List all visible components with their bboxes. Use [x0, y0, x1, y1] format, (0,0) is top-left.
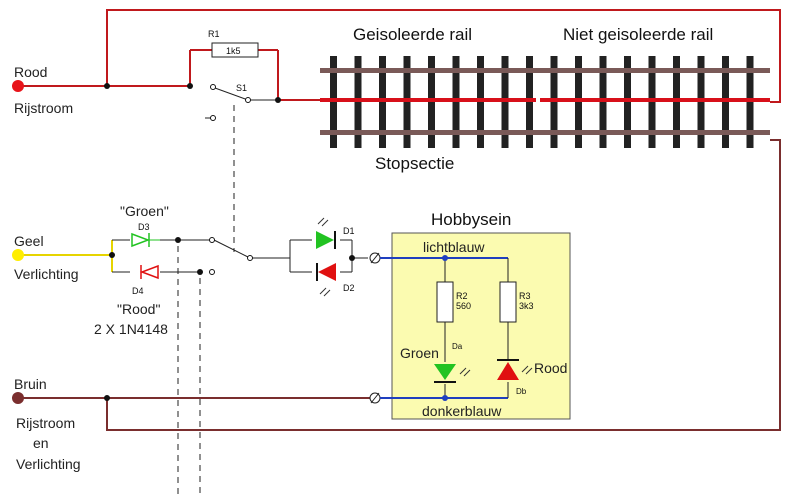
r1-label: R1	[208, 29, 220, 39]
label-d3: D3	[138, 222, 150, 232]
red-wire	[22, 9, 781, 103]
label-verlichting: Verlichting	[14, 266, 79, 282]
label-da: Da	[452, 342, 463, 351]
terminal-rood	[12, 80, 24, 92]
label-donkerblauw: donkerblauw	[422, 403, 502, 419]
led-da	[434, 364, 471, 383]
label-groen-quoted: "Groen"	[120, 203, 169, 219]
rail-bottom	[320, 130, 770, 135]
label-hobbysein: Hobbysein	[431, 210, 511, 229]
connector-top	[369, 252, 381, 264]
resistor-r3	[499, 281, 517, 323]
s1-label: S1	[236, 83, 247, 93]
led-db	[497, 359, 533, 380]
label-stopsectie: Stopsectie	[375, 154, 454, 173]
switch-linkage	[177, 105, 235, 494]
connector-bottom	[369, 392, 381, 404]
led-d2	[316, 263, 336, 297]
label-diodes: 2 X 1N4148	[94, 321, 168, 337]
label-rood-quoted: "Rood"	[117, 301, 160, 317]
label-lichtblauw: lichtblauw	[423, 239, 485, 255]
r1-value: 1k5	[226, 46, 241, 56]
diode-d4	[139, 264, 159, 280]
resistor-r1: 1k5 R1 S1	[208, 29, 259, 93]
junction-dots	[104, 83, 448, 401]
label-d1: D1	[343, 226, 355, 236]
label-r3-value: 3k3	[519, 301, 534, 311]
label-bruin: Bruin	[14, 376, 47, 392]
rail-top	[320, 68, 770, 73]
label-rijstroom-2: Rijstroom	[16, 415, 75, 431]
label-d4: D4	[132, 286, 144, 296]
label-db: Db	[516, 387, 527, 396]
label-rood-led: Rood	[534, 360, 567, 376]
label-rood: Rood	[14, 64, 47, 80]
diode-d3	[131, 232, 160, 248]
label-r2-value: 560	[456, 301, 471, 311]
track	[320, 56, 770, 148]
label-verlichting-2: Verlichting	[16, 456, 81, 472]
rail-gap	[536, 94, 540, 106]
resistor-r2	[436, 281, 454, 323]
label-r2: R2	[456, 291, 468, 301]
terminal-bruin	[12, 392, 24, 404]
label-groen: Groen	[400, 345, 439, 361]
switch-contacts	[209, 84, 253, 275]
led-d1	[316, 217, 336, 249]
terminal-geel	[12, 249, 24, 261]
label-rijstroom: Rijstroom	[14, 100, 73, 116]
label-en: en	[33, 435, 49, 451]
black-wiring	[112, 87, 368, 273]
label-niet-geisoleerde-rail: Niet geisoleerde rail	[563, 25, 713, 44]
hobbysein-box	[391, 232, 571, 420]
brown-wire	[22, 139, 781, 431]
label-r3: R3	[519, 291, 531, 301]
label-d2: D2	[343, 283, 355, 293]
label-geisoleerde-rail: Geisoleerde rail	[353, 25, 472, 44]
label-geel: Geel	[14, 233, 44, 249]
